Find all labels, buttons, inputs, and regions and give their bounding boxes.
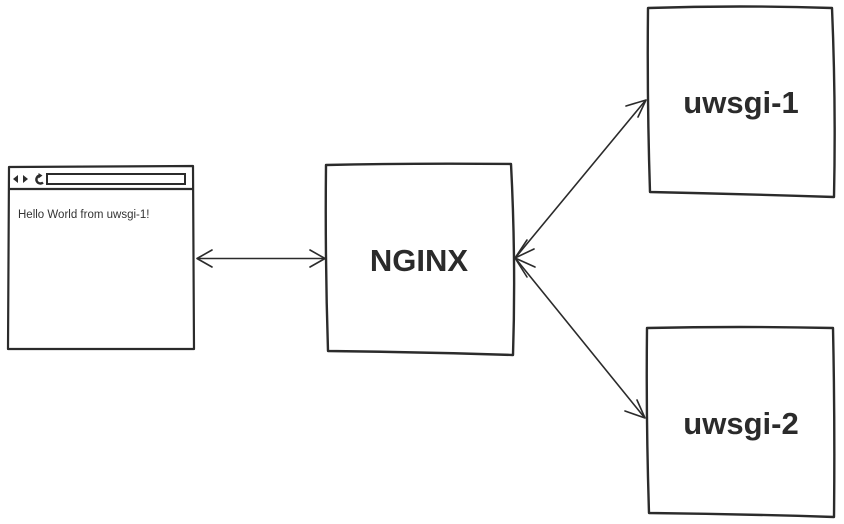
reload-icon: [35, 173, 44, 185]
nginx-uwsgi2-connector: [514, 257, 646, 419]
address-bar: [46, 173, 186, 185]
uwsgi2-label: uwsgi-2: [683, 406, 798, 441]
uwsgi2-node: uwsgi-2: [645, 325, 836, 519]
nginx-node: NGINX: [324, 162, 516, 357]
nginx-box: [324, 162, 516, 357]
uwsgi1-box: [646, 5, 836, 199]
forward-icon: [23, 175, 28, 183]
browser-frame: [6, 164, 196, 351]
browser-window: Hello World from uwsgi-1!: [6, 164, 196, 351]
uwsgi1-node: uwsgi-1: [646, 5, 836, 199]
uwsgi2-box: [645, 325, 836, 519]
nginx-label: NGINX: [370, 243, 469, 278]
nginx-uwsgi1-connector: [514, 99, 647, 259]
uwsgi1-label: uwsgi-1: [683, 85, 798, 120]
browser-content-text: Hello World from uwsgi-1!: [18, 209, 149, 221]
back-icon: [13, 175, 18, 183]
browser-nginx-connector: [196, 249, 326, 268]
